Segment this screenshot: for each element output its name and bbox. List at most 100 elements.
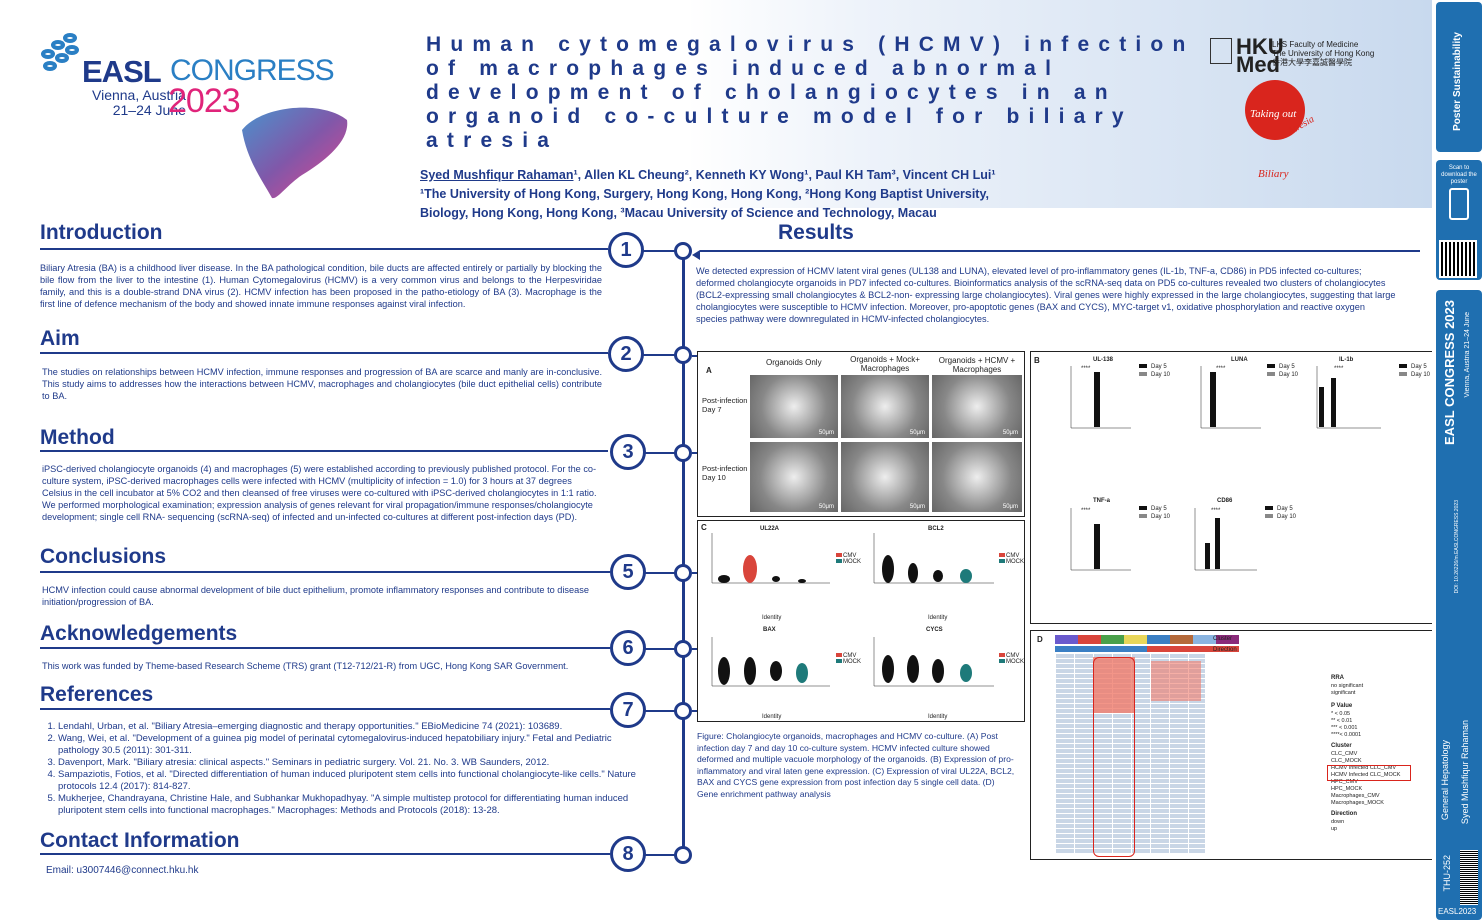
legend-label: CMV <box>843 653 856 659</box>
sidebar-sponsor-logo: Poster Sustainability <box>1452 32 1463 131</box>
svg-text:IL-1b: IL-1b <box>1339 357 1354 363</box>
reference-list: Lendahl, Urban, et al. "Biliary Atresia–… <box>58 721 638 817</box>
svg-text:Taking out: Taking out <box>1250 108 1297 120</box>
section-number-2: 2 <box>608 336 644 372</box>
legend-label: CMV <box>1006 653 1019 659</box>
svg-text:Day 10: Day 10 <box>1151 514 1171 520</box>
intro-heading: Introduction <box>40 221 163 244</box>
results-arrow-icon <box>692 250 700 260</box>
method-text: iPSC-derived cholangiocyte organoids (4)… <box>42 464 597 522</box>
results-rule <box>700 250 1420 252</box>
results-text: We detected expression of HCMV latent vi… <box>696 266 1396 324</box>
legend-label: MOCK <box>843 559 861 565</box>
biliary-atresia-badge-icon: Taking out Atresia Biliary <box>1240 75 1330 185</box>
svg-text:****: **** <box>1211 508 1221 514</box>
timeline-node-1 <box>674 242 692 260</box>
conclusions-text: HCMV infection could cause abnormal deve… <box>42 585 589 607</box>
direction-bar <box>1055 646 1239 652</box>
contact-email[interactable]: Email: u3007446@connect.hku.hk <box>46 865 199 876</box>
affiliations: ¹The University of Hong Kong, Surgery, H… <box>420 187 989 220</box>
author-list: Syed Mushfiqur Rahaman¹, Allen KL Cheung… <box>420 168 996 220</box>
row-day7: Post-infection Day 7 <box>702 396 748 414</box>
heatmap-significant-block <box>1151 661 1201 701</box>
intro-connector <box>643 250 675 252</box>
legend-label: MOCK <box>1006 659 1024 665</box>
conclusions-heading: Conclusions <box>40 545 167 568</box>
refs-connector <box>645 710 675 712</box>
svg-text:Day 5: Day 5 <box>1151 364 1167 370</box>
gene-title: UL22A <box>760 526 780 532</box>
svg-text:****: **** <box>1334 366 1344 372</box>
legend-label: CMV <box>1006 553 1019 559</box>
section-number-3: 3 <box>610 434 646 470</box>
micrograph: 50μm <box>841 375 929 438</box>
poster-title: Human cytomegalovirus (HCMV) infection o… <box>426 33 1195 152</box>
timeline-node-7 <box>674 702 692 720</box>
sidebar-qr-block: Scan to download the poster <box>1436 160 1482 280</box>
conclusions-rule <box>40 571 610 573</box>
lead-author: Syed Mushfiqur Rahaman <box>420 168 574 182</box>
intro-rule <box>40 248 608 250</box>
row-day10: Post-infection Day 10 <box>702 464 748 482</box>
svg-text:Day 10: Day 10 <box>1277 514 1297 520</box>
sidebar-info-block: EASL CONGRESS 2023 Vienna, Austria 21–24… <box>1436 290 1482 920</box>
reference-item: Davenport, Mark. "Biliary atresia: clini… <box>58 757 638 769</box>
micrograph: 50μm <box>932 375 1022 438</box>
col-organoids-mock: Organoids + Mock+ Macrophages <box>850 355 920 373</box>
method-rule <box>40 450 608 452</box>
results-tick <box>692 572 698 574</box>
svg-text:Day 10: Day 10 <box>1279 372 1299 378</box>
results-tick <box>692 452 698 454</box>
axis-label: Identity <box>762 714 781 720</box>
aim-text: The studies on relationships between HCM… <box>42 367 602 401</box>
easl-logo-icon <box>40 30 84 76</box>
svg-text:LUNA: LUNA <box>1231 357 1248 363</box>
timeline-node-6 <box>674 640 692 658</box>
section-number-6: 6 <box>610 630 646 666</box>
liver-graphic-icon <box>232 100 352 205</box>
results-tick <box>692 355 698 357</box>
svg-text:****: **** <box>1081 366 1091 372</box>
aim-heading: Aim <box>40 327 80 350</box>
svg-text:****: **** <box>1216 366 1226 372</box>
intro-text: Biliary Atresia (BA) is a childhood live… <box>40 263 602 309</box>
violin-plots: UL22A BCL2 BAX CYCS Identity Identity Id… <box>711 526 1024 720</box>
figure-caption: Figure: Cholangiocyte organoids, macroph… <box>697 731 1015 799</box>
svg-text:Day 5: Day 5 <box>1151 506 1167 512</box>
section-number-8: 8 <box>610 836 646 872</box>
gene-title: CYCS <box>926 627 943 633</box>
svg-text:CD86: CD86 <box>1217 498 1233 504</box>
timeline-line <box>682 251 685 851</box>
refs-rule <box>40 708 610 710</box>
refs-heading: References <box>40 683 154 706</box>
svg-text:Day 5: Day 5 <box>1411 364 1427 370</box>
header-background <box>0 0 1432 208</box>
aim-connector <box>643 354 675 356</box>
timeline-node-8 <box>674 846 692 864</box>
svg-text:****: **** <box>1081 508 1091 514</box>
ack-connector <box>645 648 675 650</box>
gene-title: BCL2 <box>928 526 944 532</box>
axis-label: Identity <box>928 714 947 720</box>
ack-text: This work was funded by Theme-based Rese… <box>42 661 569 671</box>
svg-text:Day 10: Day 10 <box>1411 372 1431 378</box>
cluster-highlight-box <box>1327 765 1411 781</box>
svg-text:Day 5: Day 5 <box>1277 506 1293 512</box>
ack-rule <box>40 647 610 649</box>
pvalue-legend: * < 0.05** < 0.01*** < 0.001****< 0.0001 <box>1331 711 1362 738</box>
sidebar-brand-block: Poster Sustainability <box>1436 2 1482 152</box>
qr-code[interactable] <box>1439 240 1477 278</box>
svg-text:TNF-a: TNF-a <box>1093 498 1111 504</box>
svg-text:Biliary: Biliary <box>1258 168 1289 180</box>
section-number-1: 1 <box>608 232 644 268</box>
congress-brand: EASL <box>82 54 162 89</box>
heatmap-significant-block <box>1093 657 1135 713</box>
